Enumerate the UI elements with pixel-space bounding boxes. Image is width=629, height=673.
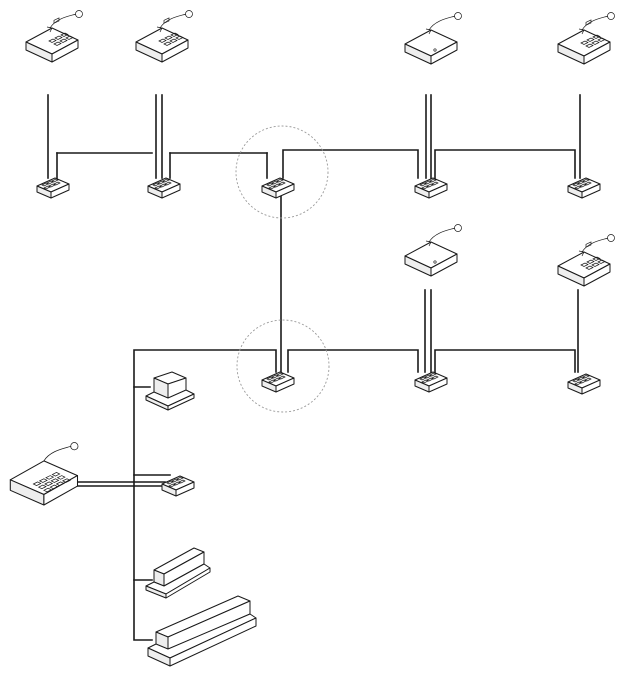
terminal-connector-icon: [261, 177, 295, 199]
terminal-connector-icon: [261, 371, 295, 393]
terminal-connector-icon: [567, 177, 601, 199]
microphone-station-icon: [557, 234, 615, 287]
terminal-connector-icon: [414, 371, 448, 393]
lower-bus: [45, 289, 579, 641]
microphone-station-icon: [404, 12, 462, 65]
cable-duct-icon: [145, 547, 211, 599]
microphone-station-icon: [135, 10, 193, 63]
terminal-connector-icon: [414, 177, 448, 199]
microphone-station-icon: [9, 442, 79, 506]
microphone-station-icon: [404, 224, 462, 277]
terminal-connector-icon: [147, 177, 181, 199]
highlight-circle-lower: [236, 319, 330, 413]
terminal-connector-icon: [567, 373, 601, 395]
highlight-circle-upper: [235, 125, 329, 219]
upper-bus: [47, 94, 581, 179]
junction-box-icon: [145, 371, 195, 411]
terminal-connector-icon: [36, 177, 70, 199]
cable-duct-icon: [147, 595, 257, 667]
microphone-station-icon: [25, 10, 83, 63]
microphone-station-icon: [557, 12, 615, 65]
terminal-connector-icon: [161, 475, 195, 497]
